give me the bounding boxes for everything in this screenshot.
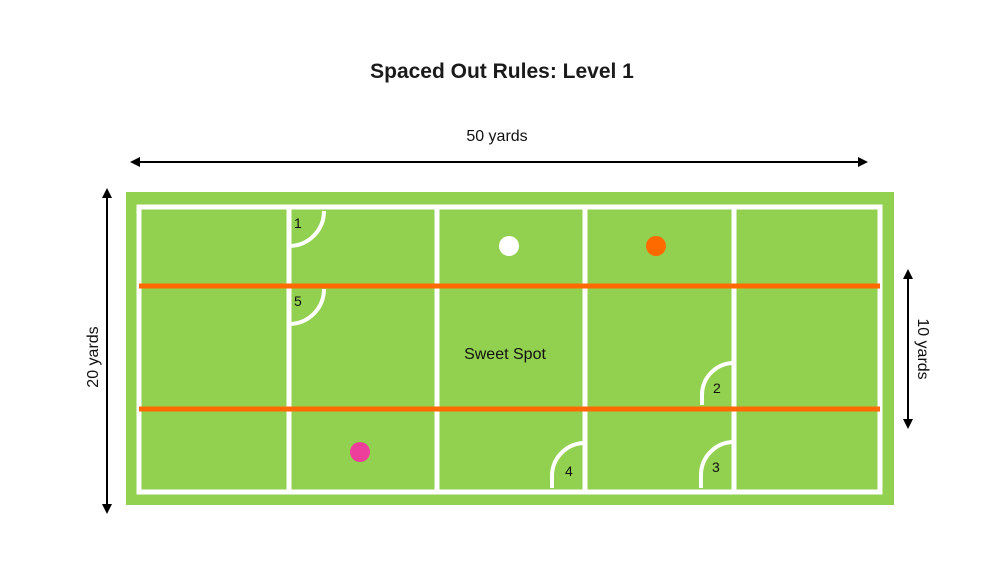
marker-label-1: 1 (294, 215, 302, 231)
marker-arc-1 (288, 210, 326, 248)
marker-arc-4 (550, 441, 586, 488)
player-dot-pink (350, 442, 370, 462)
sweet-spot-label: Sweet Spot (464, 346, 546, 363)
marker-arc-5 (288, 288, 326, 326)
marker-label-2: 2 (713, 380, 721, 396)
width-label: 50 yards (466, 128, 527, 145)
marker-label-4: 4 (565, 463, 573, 479)
marker-arc-2 (700, 361, 735, 405)
marker-label-3: 3 (712, 459, 720, 475)
marker-label-5: 5 (294, 293, 302, 309)
height-label: 20 yards (85, 326, 102, 387)
player-dot-orange (646, 236, 666, 256)
band-label: 10 yards (914, 318, 931, 379)
marker-arc-3 (699, 440, 735, 488)
diagram-title: Spaced Out Rules: Level 1 (370, 60, 634, 83)
field-boundary (136, 204, 883, 495)
player-dot-white (499, 236, 519, 256)
